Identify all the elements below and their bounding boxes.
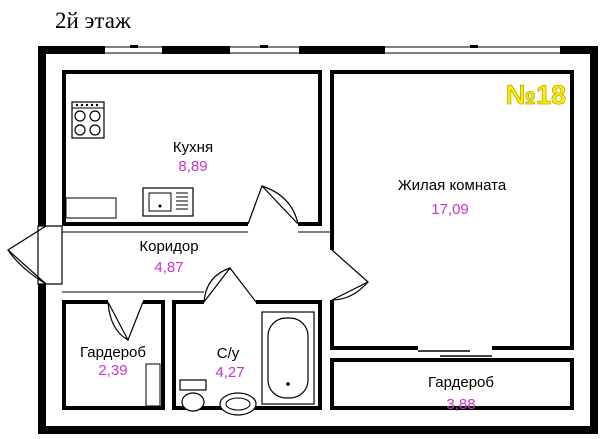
room-name: Кухня <box>173 139 213 156</box>
room-name: Жилая комната <box>398 177 507 194</box>
room-living: Жилая комната 17,09 <box>398 177 507 218</box>
stove-icon <box>71 101 105 139</box>
room-area: 2,39 <box>98 362 127 379</box>
room-area: 17,09 <box>431 201 469 218</box>
room-area: 3,88 <box>446 396 475 413</box>
room-name: Гардероб <box>428 374 494 391</box>
washbasin-icon <box>219 392 257 416</box>
sink-icon <box>142 187 194 217</box>
room-area: 4,27 <box>215 364 244 381</box>
shelf <box>145 363 161 407</box>
room-name: Коридор <box>139 238 198 255</box>
walls <box>38 46 598 434</box>
corridor-outline <box>62 231 330 293</box>
doors <box>7 184 492 357</box>
room-bathroom: С/у 4,27 <box>215 345 244 381</box>
room-wardrobe-right: Гардероб 3,88 <box>428 374 494 413</box>
room-name: С/у <box>217 345 240 362</box>
windows <box>105 45 560 54</box>
bathtub-icon <box>261 311 315 405</box>
apartment-number: №18 <box>506 80 566 110</box>
room-name: Гардероб <box>80 344 146 361</box>
toilet-icon <box>179 379 207 412</box>
floor-label: 2й этаж <box>55 8 131 33</box>
room-area: 4,87 <box>154 259 183 276</box>
room-corridor: Коридор 4,87 <box>139 238 198 276</box>
room-kitchen: Кухня 8,89 <box>173 139 213 175</box>
room-wardrobe-left: Гардероб 2,39 <box>80 344 146 379</box>
room-area: 8,89 <box>178 158 207 175</box>
kitchen-counter <box>65 197 117 219</box>
